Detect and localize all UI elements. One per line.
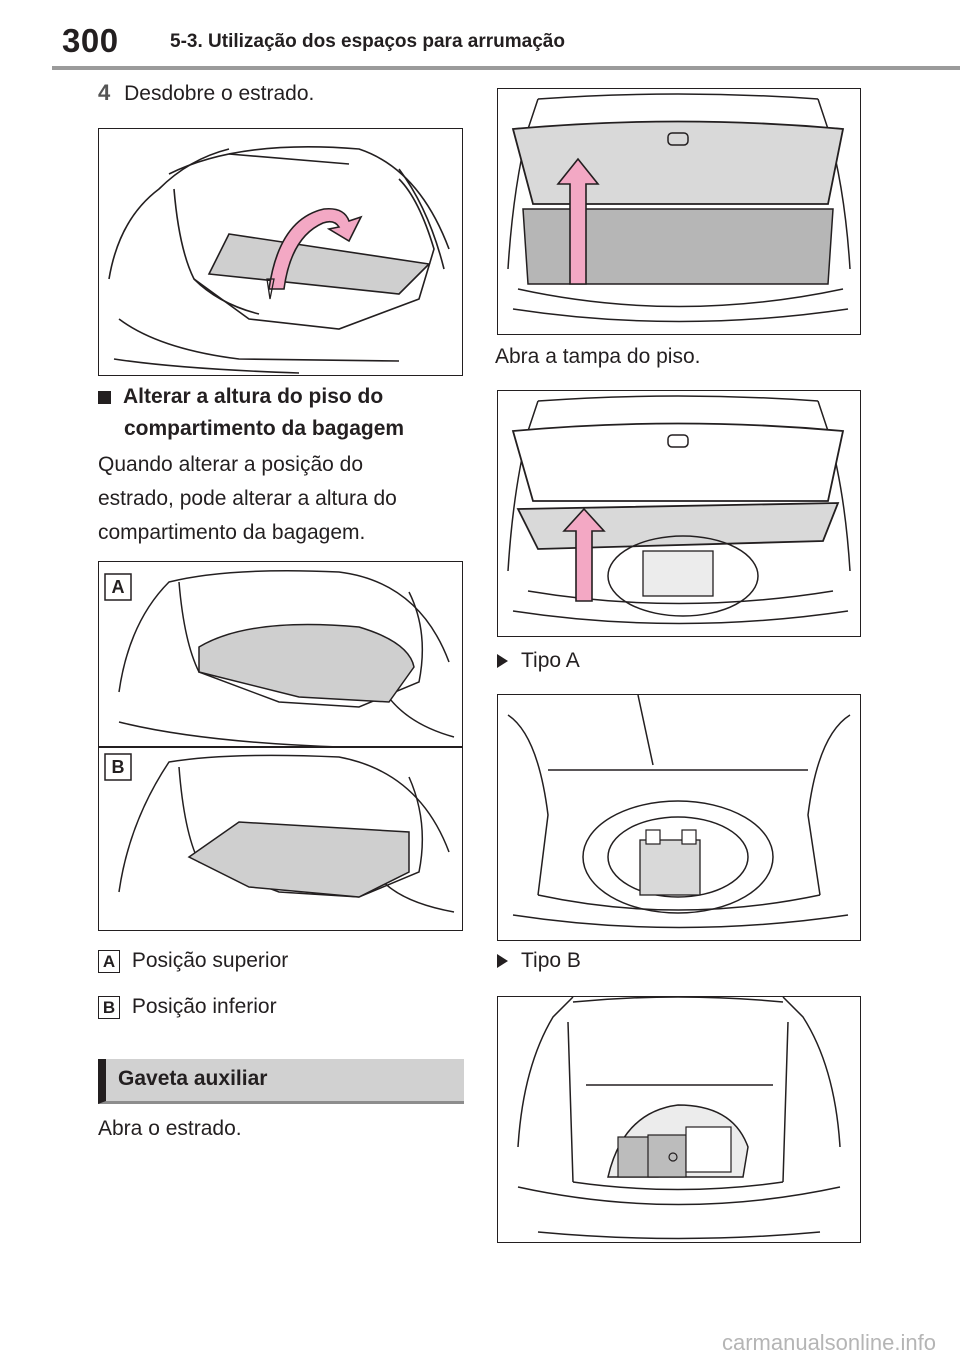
figure-open-board [497, 88, 861, 335]
section-heading: Gaveta auxiliar [98, 1059, 464, 1104]
open-cover-text: Abra a tampa do piso. [495, 345, 701, 368]
figure-open-cover [497, 390, 861, 637]
figure-label-b: B [111, 757, 125, 777]
figure-unfold-board [98, 128, 463, 376]
figure-board-positions: A B [98, 561, 463, 931]
callout-text: Posição inferior [131, 995, 277, 1018]
step-number: 4 [98, 80, 111, 105]
callout-b: B Posição inferior [98, 990, 277, 1024]
type-b-line: Tipo B [497, 944, 581, 978]
paragraph-line: estrado, pode alterar a altura do [98, 487, 397, 510]
subheading-line2: compartimento da bagagem [124, 417, 405, 440]
subheading: Alterar a altura do piso do [98, 380, 383, 414]
square-bullet-icon [98, 390, 111, 404]
paragraph: Quando alterar a posição do estrado, pod… [98, 448, 397, 550]
type-a-label: Tipo A [521, 649, 580, 672]
watermark: carmanualsonline.info [721, 1330, 936, 1355]
callout-label: A [98, 950, 120, 973]
header-rule [52, 66, 960, 70]
section-title: 5-3. Utilização dos espaços para arrumaç… [170, 31, 565, 52]
callout-text: Posição superior [131, 949, 289, 972]
type-a-line: Tipo A [497, 644, 580, 678]
paragraph-line: compartimento da bagagem. [98, 521, 366, 544]
step-4: 4 Desdobre o estrado. [98, 76, 314, 111]
subheading-line1: Alterar a altura do piso do [123, 385, 384, 408]
page-number: 300 [62, 22, 119, 59]
figure-label-a: A [111, 577, 125, 597]
figure-type-a [497, 694, 861, 941]
type-b-label: Tipo B [521, 949, 581, 972]
paragraph-line: Quando alterar a posição do [98, 453, 364, 476]
triangle-bullet-icon [497, 654, 508, 669]
step-text: Desdobre o estrado. [124, 82, 315, 105]
triangle-bullet-icon [497, 954, 508, 969]
open-text: Abra o estrado. [98, 1117, 242, 1140]
callout-a: A Posição superior [98, 944, 288, 978]
callout-label: B [98, 996, 120, 1019]
figure-type-b [497, 996, 861, 1243]
section-heading-text: Gaveta auxiliar [118, 1067, 268, 1090]
